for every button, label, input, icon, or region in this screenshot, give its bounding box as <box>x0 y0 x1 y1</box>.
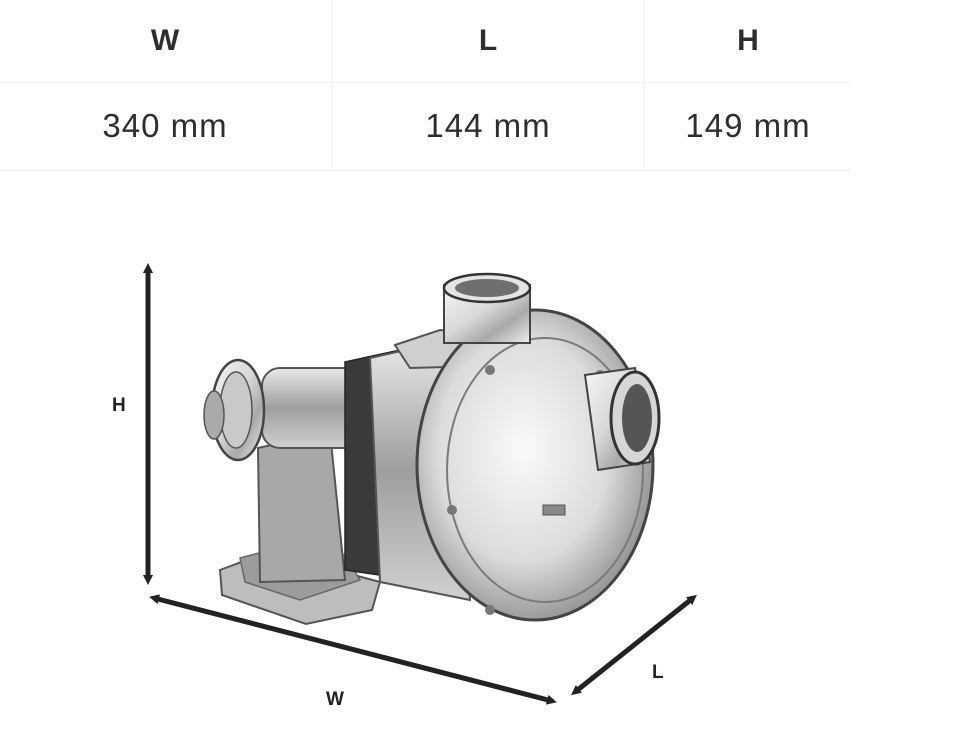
height-dimension-label: H <box>112 395 126 416</box>
height-value: 149 mm <box>685 107 811 144</box>
height-column: H 149 mm <box>644 0 851 170</box>
width-value: 340 mm <box>102 107 228 144</box>
width-dimension-label: W <box>326 689 344 710</box>
dimensions-table: W 340 mm L 144 mm H 149 mm <box>0 0 851 171</box>
width-arrow <box>149 594 557 705</box>
diagram-svg <box>143 263 697 705</box>
height-header: H <box>645 0 851 83</box>
pump-illustration <box>203 272 661 626</box>
length-value: 144 mm <box>425 107 551 144</box>
width-column: W 340 mm <box>0 0 330 170</box>
length-header: L <box>332 0 644 83</box>
width-header: W <box>0 0 330 83</box>
length-column: L 144 mm <box>331 0 644 170</box>
length-dimension-label: L <box>652 662 664 683</box>
pump-dimension-diagram: H W L <box>0 170 960 736</box>
length-arrow <box>571 594 697 696</box>
